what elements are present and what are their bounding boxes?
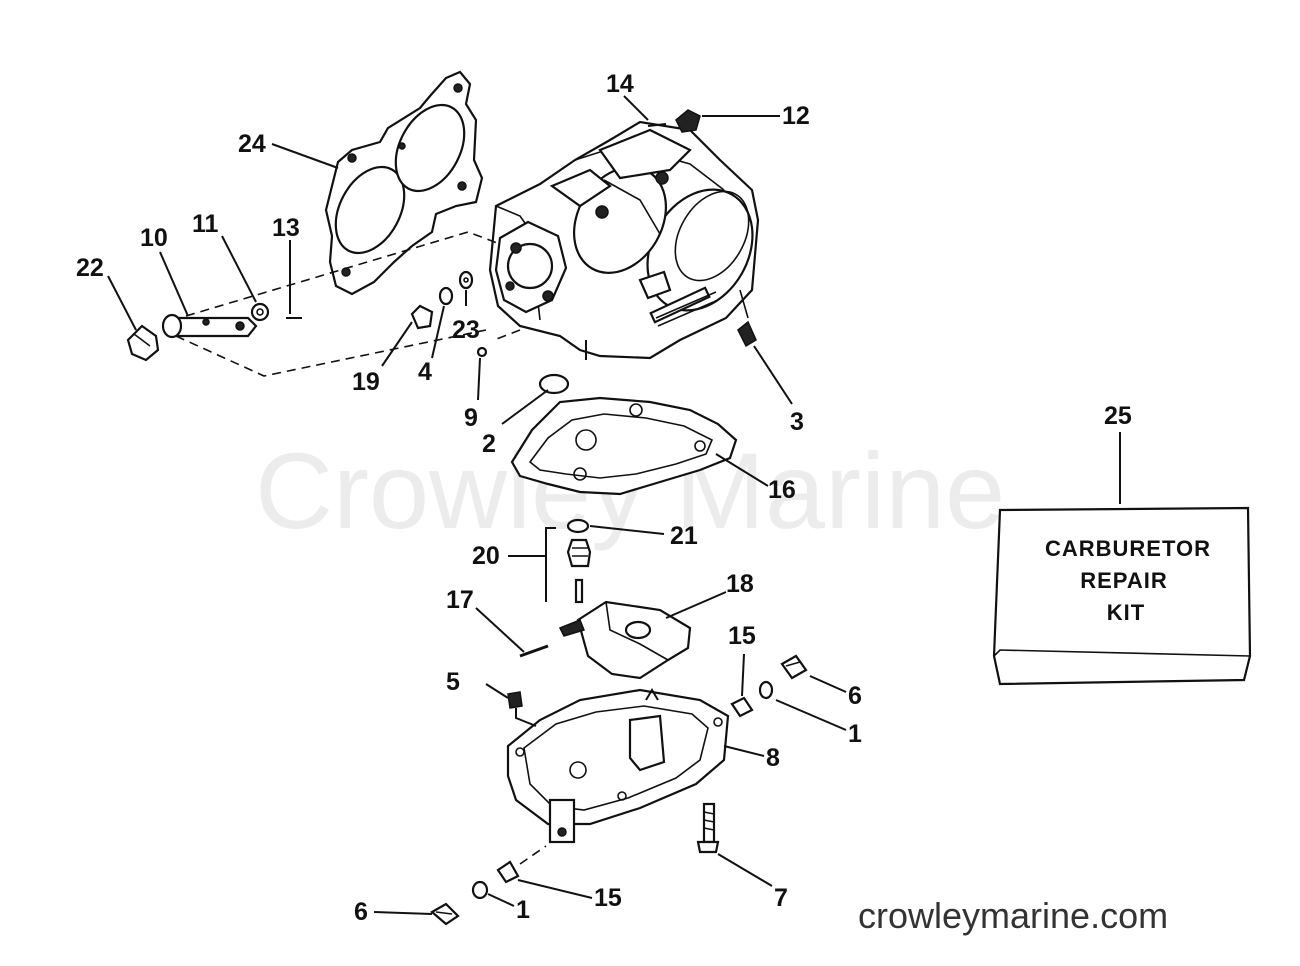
part-5-plug xyxy=(507,691,523,709)
part-20-needle-seat xyxy=(545,527,592,604)
part-21-gasket xyxy=(566,518,590,534)
assembly-line-jet xyxy=(519,845,547,865)
leader-lines xyxy=(107,95,1121,915)
part-1-gasket-upper xyxy=(758,680,774,700)
callout-7: 7 xyxy=(774,884,788,912)
kit-label-line3: KIT xyxy=(1107,600,1145,625)
kit-label-line1: CARBURETOR xyxy=(1045,536,1211,561)
callout-14: 14 xyxy=(606,70,634,98)
part-17-float-pin xyxy=(519,644,549,658)
callout-19: 19 xyxy=(352,368,380,396)
part-8-float-bowl xyxy=(506,688,730,844)
callout-6-upper: 6 xyxy=(848,682,862,710)
part-25-kit-box: CARBURETOR REPAIR KIT xyxy=(992,506,1252,686)
callout-numbers: 24 10 11 13 22 19 4 23 9 2 3 14 12 16 21… xyxy=(76,70,1132,926)
part-10-shaft-lever xyxy=(161,313,258,339)
callout-6-lower: 6 xyxy=(354,898,368,926)
carburetor-body xyxy=(488,120,760,360)
part-15-jet-upper xyxy=(730,696,754,718)
callout-1-lower: 1 xyxy=(516,896,530,924)
part-11-washer xyxy=(250,302,270,322)
part-23-nut xyxy=(458,270,474,290)
callout-5: 5 xyxy=(446,668,460,696)
callout-18: 18 xyxy=(726,570,754,598)
part-12-screw xyxy=(675,109,701,133)
part-3-spring-screw xyxy=(737,320,757,348)
callout-25: 25 xyxy=(1104,402,1132,430)
callout-9: 9 xyxy=(464,404,478,432)
callout-20: 20 xyxy=(472,542,500,570)
callout-15-upper: 15 xyxy=(728,622,756,650)
part-22-cap xyxy=(126,324,160,362)
callout-15-lower: 15 xyxy=(594,884,622,912)
callout-22: 22 xyxy=(76,254,104,282)
kit-label-line2: REPAIR xyxy=(1080,568,1168,593)
part-6-plug-upper xyxy=(780,654,808,680)
part-6-plug-lower xyxy=(430,902,460,926)
callout-12: 12 xyxy=(782,102,810,130)
assembly-line-upper xyxy=(185,231,501,317)
part-2-disc xyxy=(538,373,570,395)
callout-13: 13 xyxy=(272,214,300,242)
callout-21: 21 xyxy=(670,522,698,550)
part-1-gasket-lower xyxy=(471,880,489,900)
callout-4: 4 xyxy=(418,358,432,386)
part-9-ball xyxy=(476,346,488,358)
part-19-plug xyxy=(410,304,434,330)
callout-23: 23 xyxy=(452,316,480,344)
callout-3: 3 xyxy=(790,408,804,436)
assembly-line-lower xyxy=(175,329,487,377)
callout-8: 8 xyxy=(766,744,780,772)
callout-24: 24 xyxy=(238,130,266,158)
callout-10: 10 xyxy=(140,224,168,252)
part-14-pin xyxy=(647,123,667,127)
part-16-bowl-gasket xyxy=(510,396,738,496)
callout-17: 17 xyxy=(446,586,474,614)
callout-11: 11 xyxy=(192,210,219,238)
part-15-jet-lower xyxy=(496,860,520,884)
callout-1-upper: 1 xyxy=(848,720,862,748)
part-4-washer xyxy=(438,286,454,306)
callout-2: 2 xyxy=(482,430,496,458)
callout-16: 16 xyxy=(768,476,796,504)
part-7-screw xyxy=(696,802,720,854)
site-label: crowleymarine.com xyxy=(858,895,1168,936)
assembly-line-body xyxy=(493,329,521,341)
part-18-float xyxy=(558,600,692,680)
part-24-gasket xyxy=(324,70,484,296)
